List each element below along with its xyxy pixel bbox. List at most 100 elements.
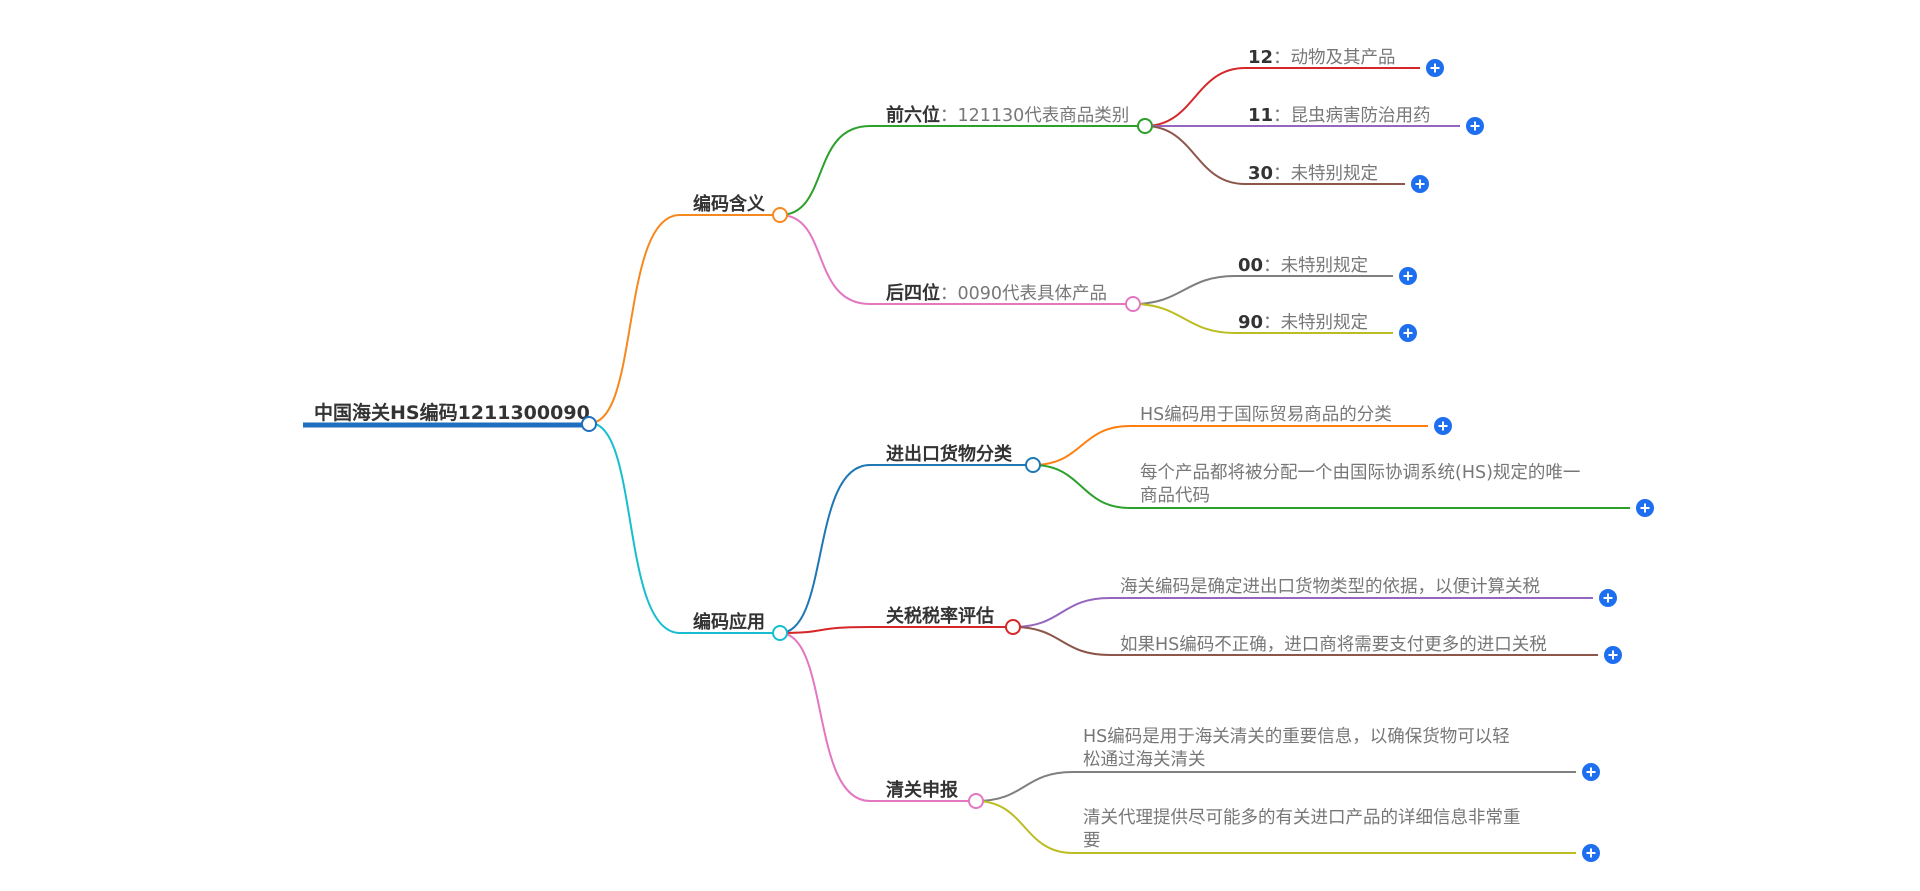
- node-last-four-separator: ：: [940, 284, 958, 304]
- leaf-node: 如果HS编码不正确，进口商将需要支付更多的进口关税: [1120, 635, 1547, 655]
- node-classification-collapse-handle[interactable]: [1025, 457, 1041, 473]
- leaf-key: 12: [1248, 47, 1273, 68]
- leaf-node: HS编码用于国际贸易商品的分类: [1140, 405, 1392, 425]
- edge-tariff-leaf-2: [1012, 626, 1598, 656]
- node-first-six-note: 121130代表商品类别: [958, 106, 1130, 126]
- node-tariff-collapse-handle[interactable]: [1005, 619, 1021, 635]
- root-collapse-handle[interactable]: [581, 416, 597, 432]
- leaf-separator: ：: [1273, 106, 1291, 126]
- edge-first6-leaf-1: [1144, 67, 1420, 127]
- node-tariff[interactable]: 关税税率评估: [886, 605, 1021, 635]
- edge-meaning-last4: [779, 214, 1133, 305]
- edge-last4-leaf-1: [1132, 275, 1393, 305]
- edge-clear-leaf-1: [975, 771, 1576, 802]
- leaf-label-line-2: 商品代码: [1140, 486, 1210, 506]
- plus-circle-icon[interactable]: [1636, 499, 1654, 517]
- edge-class-leaf-2: [1032, 464, 1630, 509]
- leaf-label: 动物及其产品: [1291, 48, 1396, 68]
- leaf-text: 00：未特别规定: [1238, 255, 1368, 276]
- expand-buttons: [1399, 59, 1654, 862]
- leaf-label: 未特别规定: [1281, 256, 1369, 276]
- plus-circle-icon[interactable]: [1399, 267, 1417, 285]
- leaf-text: 30：未特别规定: [1248, 163, 1378, 184]
- plus-circle-icon[interactable]: [1599, 589, 1617, 607]
- node-last-four[interactable]: 后四位：0090代表具体产品: [886, 282, 1141, 312]
- leaf-node: 12：动物及其产品: [1248, 47, 1396, 68]
- plus-circle-icon[interactable]: [1434, 417, 1452, 435]
- node-last-four-label: 后四位: [886, 282, 940, 304]
- node-meaning-collapse-handle[interactable]: [772, 207, 788, 223]
- node-first-six[interactable]: 前六位：121130代表商品类别: [886, 104, 1153, 134]
- node-last-four-note: 0090代表具体产品: [958, 284, 1108, 304]
- leaf-label-line-1: 清关代理提供尽可能多的有关进口产品的详细信息非常重: [1083, 808, 1521, 828]
- leaf-node: 90：未特别规定: [1238, 312, 1368, 333]
- node-clearance-collapse-handle[interactable]: [968, 793, 984, 809]
- node-first-six-text: 前六位：121130代表商品类别: [886, 104, 1129, 126]
- edge-app-classification: [779, 464, 1033, 634]
- plus-circle-icon[interactable]: [1466, 117, 1484, 135]
- leaf-label: 如果HS编码不正确，进口商将需要支付更多的进口关税: [1120, 635, 1547, 655]
- node-meaning-label: 编码含义: [693, 193, 765, 215]
- root-label: 中国海关HS编码1211300090: [314, 401, 590, 424]
- leaf-node: 清关代理提供尽可能多的有关进口产品的详细信息非常重 要: [1083, 808, 1521, 851]
- leaf-label: 海关编码是确定进出口货物类型的依据，以便计算关税: [1120, 577, 1540, 597]
- leaf-separator: ：: [1273, 48, 1291, 68]
- leaf-key: 00: [1238, 255, 1263, 276]
- leaf-node: HS编码是用于海关清关的重要信息，以确保货物可以轻 松通过海关清关: [1083, 727, 1510, 770]
- node-clearance[interactable]: 清关申报: [886, 779, 984, 809]
- edge-last4-leaf-2: [1132, 303, 1393, 334]
- node-clearance-label: 清关申报: [886, 779, 958, 801]
- edge-meaning-first6: [779, 125, 1145, 216]
- plus-circle-icon[interactable]: [1582, 844, 1600, 862]
- node-last-four-collapse-handle[interactable]: [1125, 296, 1141, 312]
- node-first-six-label: 前六位: [886, 104, 940, 126]
- node-classification[interactable]: 进出口货物分类: [886, 443, 1041, 473]
- leaf-text: 90：未特别规定: [1238, 312, 1368, 333]
- plus-circle-icon[interactable]: [1426, 59, 1444, 77]
- leaf-key: 11: [1248, 105, 1273, 126]
- leaf-key: 90: [1238, 312, 1263, 333]
- edge-app-tariff: [779, 626, 1013, 634]
- leaf-text: 11：昆虫病害防治用药: [1248, 105, 1431, 126]
- leaf-label-line-1: HS编码是用于海关清关的重要信息，以确保货物可以轻: [1083, 727, 1510, 747]
- node-meaning[interactable]: 编码含义: [693, 193, 788, 223]
- edge-app-clearance: [779, 632, 976, 802]
- node-first-six-collapse-handle[interactable]: [1137, 118, 1153, 134]
- leaf-label-line-2: 松通过海关清关: [1083, 750, 1206, 770]
- leaf-label: 未特别规定: [1291, 164, 1379, 184]
- plus-circle-icon[interactable]: [1399, 324, 1417, 342]
- leaf-label: 未特别规定: [1281, 313, 1369, 333]
- leaf-separator: ：: [1273, 164, 1291, 184]
- leaf-separator: ：: [1263, 313, 1281, 333]
- leaf-key: 30: [1248, 163, 1273, 184]
- leaf-label: HS编码用于国际贸易商品的分类: [1140, 405, 1392, 425]
- leaf-node: 00：未特别规定: [1238, 255, 1368, 276]
- node-tariff-label: 关税税率评估: [886, 605, 994, 627]
- node-classification-label: 进出口货物分类: [886, 443, 1013, 465]
- plus-circle-icon[interactable]: [1411, 175, 1429, 193]
- leaf-label: 昆虫病害防治用药: [1291, 106, 1431, 126]
- plus-circle-icon[interactable]: [1604, 646, 1622, 664]
- leaf-label-line-1: 每个产品都将被分配一个由国际协调系统(HS)规定的唯一: [1140, 463, 1580, 483]
- edge-root-meaning: [589, 214, 780, 424]
- leaf-node: 海关编码是确定进出口货物类型的依据，以便计算关税: [1120, 577, 1540, 597]
- edge-first6-leaf-3: [1144, 125, 1405, 185]
- node-application[interactable]: 编码应用: [693, 611, 788, 641]
- plus-circle-icon[interactable]: [1582, 763, 1600, 781]
- leaf-label-line-2: 要: [1083, 831, 1101, 851]
- edge-class-leaf-1: [1032, 425, 1428, 466]
- edge-clear-leaf-2: [975, 800, 1576, 854]
- edge-root-application: [589, 422, 780, 634]
- node-application-collapse-handle[interactable]: [772, 625, 788, 641]
- leaf-node: 11：昆虫病害防治用药: [1248, 105, 1431, 126]
- leaf-text: 12：动物及其产品: [1248, 47, 1396, 68]
- leaf-node: 每个产品都将被分配一个由国际协调系统(HS)规定的唯一 商品代码: [1140, 463, 1580, 506]
- node-application-label: 编码应用: [693, 611, 765, 633]
- leaf-separator: ：: [1263, 256, 1281, 276]
- root-node[interactable]: 中国海关HS编码1211300090: [303, 401, 597, 432]
- leaf-node: 30：未特别规定: [1248, 163, 1378, 184]
- mind-map-edges: [589, 67, 1630, 854]
- node-first-six-separator: ：: [940, 106, 958, 126]
- node-last-four-text: 后四位：0090代表具体产品: [886, 282, 1107, 304]
